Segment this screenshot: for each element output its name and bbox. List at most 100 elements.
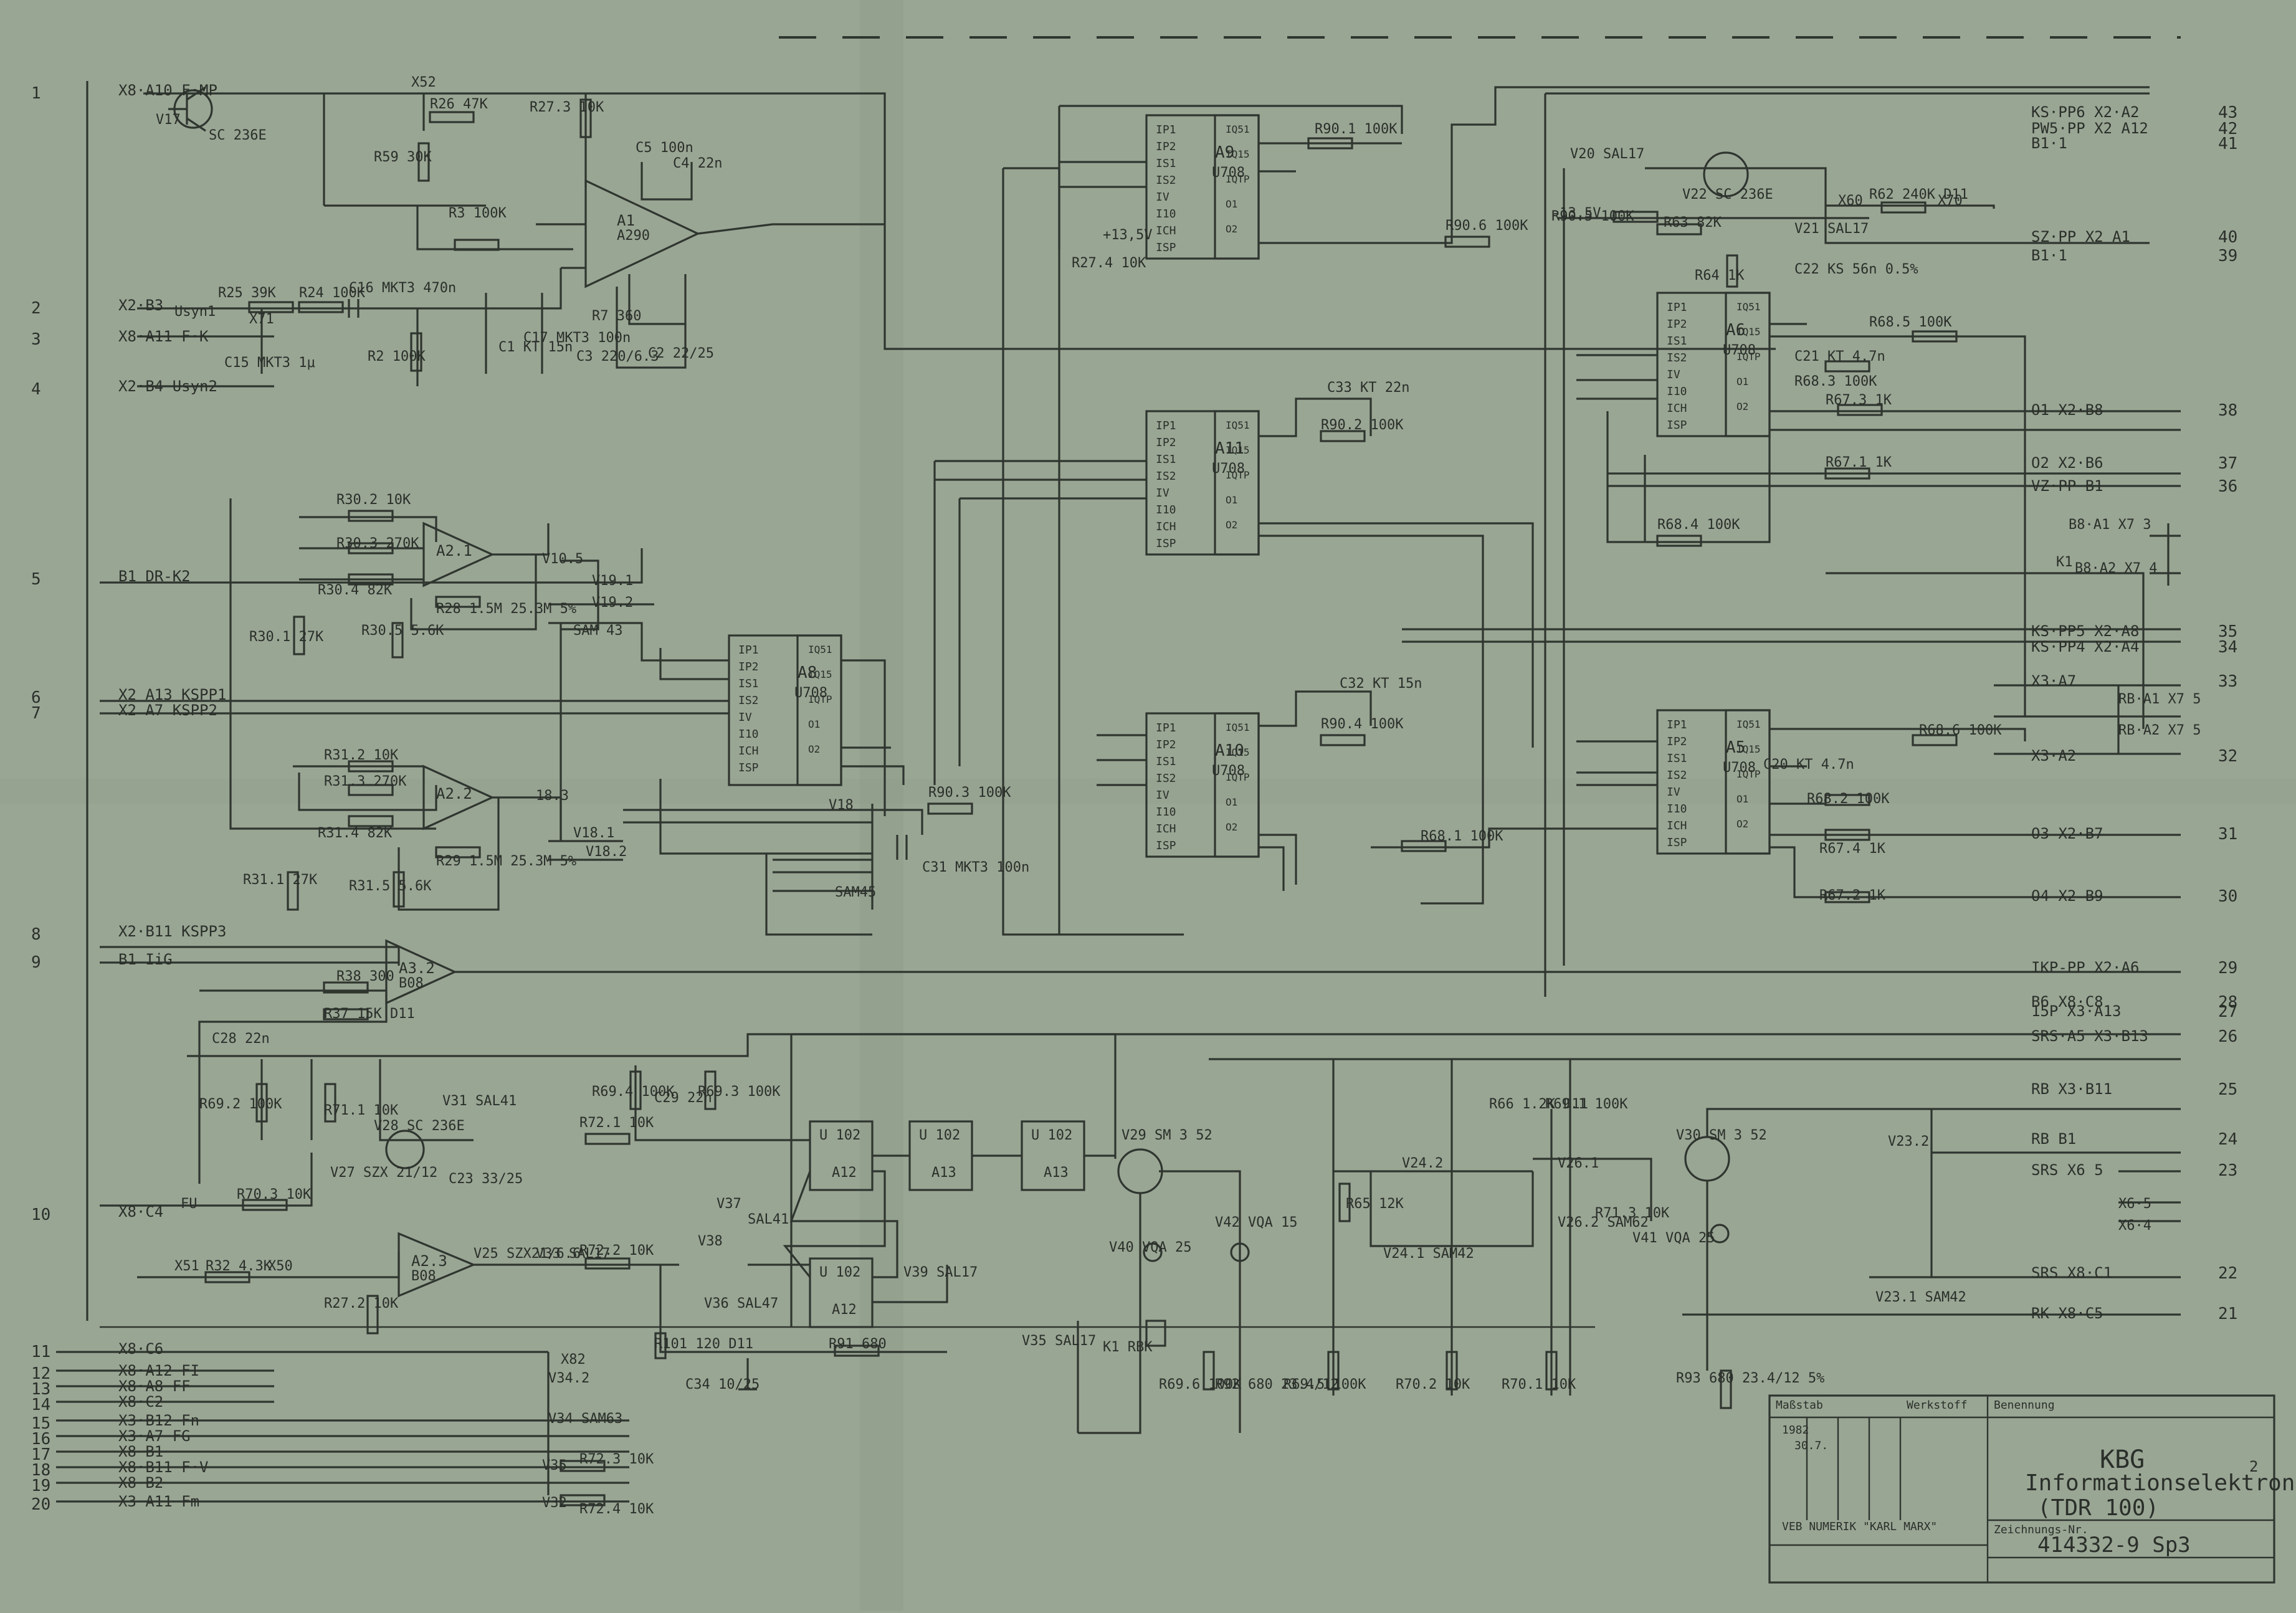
- ic-pin-right: O1: [1736, 793, 1749, 805]
- resistor-r67-1: [1824, 467, 1870, 480]
- ic-pin-left: IP1: [738, 644, 759, 657]
- right-connector-label: PW5·PP X2 A12: [2031, 120, 2148, 137]
- component-label-v241: V24.1 SAM42: [1383, 1246, 1474, 1262]
- component-label-x60: X60: [1838, 193, 1863, 209]
- component-label-v232: V23.2: [1888, 1134, 1930, 1149]
- component-label-v31: V31 SAL41: [442, 1093, 517, 1109]
- component-label-v35b: V35 SAL17: [1022, 1333, 1097, 1349]
- resistor-r30-2: [348, 510, 394, 522]
- right-connector-num: 29: [2218, 959, 2238, 978]
- left-connector-label: X3 A11 Fm: [118, 1493, 200, 1510]
- component-label-v35: V35: [542, 1458, 567, 1473]
- resistor-r72-3: [560, 1460, 606, 1472]
- resistor-r3: [454, 239, 500, 251]
- component-label-v41: V41 VQA 25: [1632, 1230, 1715, 1246]
- component-label-r314: R31.4 82K: [318, 826, 393, 841]
- component-label-r674: R67.4 1K: [1819, 841, 1885, 857]
- ic-pin-left: IS2: [1156, 174, 1176, 187]
- component-label-v341: V34 SAM63: [548, 1411, 623, 1427]
- component-label-c16: C16 MKT3 470n: [349, 280, 457, 296]
- component-label-v20: V20 SAL17: [1570, 146, 1645, 162]
- resistor-r24: [298, 301, 344, 313]
- component-label-c5: C5 100n: [636, 140, 693, 156]
- ic-pin-left: I10: [1667, 385, 1687, 398]
- component-label-k1c: K1: [2056, 554, 2073, 570]
- left-connector-num: 1: [31, 84, 41, 103]
- right-connector-label: SZ·PP X2 A1: [2031, 228, 2130, 245]
- right-connector-num: 27: [2218, 1002, 2238, 1021]
- ic-pin-left: IS1: [1156, 453, 1176, 466]
- right-connector-label: SRS X6 5: [2031, 1161, 2103, 1179]
- opamp-a2-1: [422, 521, 495, 588]
- component-label-v37: V37: [717, 1196, 741, 1212]
- title-block-head1: Maßstab: [1776, 1399, 1823, 1412]
- ic-pin-left: IP2: [1667, 318, 1687, 331]
- ic-pin-left: I10: [1156, 207, 1176, 221]
- resistor-r90-3: [927, 802, 973, 815]
- component-label-c21: C21 KT 4.7n: [1794, 349, 1885, 364]
- component-label-supply: +13,5V: [1103, 227, 1153, 243]
- component-label-r63: R63 82K: [1664, 215, 1722, 231]
- resistor-r62: [1880, 201, 1927, 214]
- ic-pin-right: O2: [1736, 401, 1749, 412]
- opamp-a3-2: [385, 939, 457, 1005]
- ic-type: U708: [1212, 763, 1245, 779]
- gate-type: U 102: [1031, 1128, 1073, 1143]
- ic-pin-right: IQ51: [1736, 301, 1761, 313]
- ic-pin-right: IQ51: [1226, 721, 1250, 733]
- component-label-c29: C29 22n: [654, 1090, 712, 1106]
- component-label-r693: R69.3 100K: [698, 1084, 781, 1100]
- right-connector-num: 41: [2218, 135, 2238, 153]
- component-label-r29: R29 1.5M 25.3M 5%: [436, 854, 577, 869]
- right-connector-num: 39: [2218, 247, 2238, 265]
- resistor-r72-1: [584, 1133, 631, 1145]
- title-block-year: 1982: [1782, 1424, 1809, 1437]
- opamp-ref: A2.1: [436, 542, 472, 559]
- left-connector-label: X2 A7 KSPP2: [118, 702, 217, 719]
- ic-pin-left: I10: [1667, 802, 1687, 816]
- right-connector-label: RK X8·C5: [2031, 1305, 2103, 1322]
- resistor-r67-2: [1824, 891, 1870, 903]
- ic-pin-left: ICH: [1667, 402, 1687, 415]
- ic-pin-left: IV: [1667, 786, 1680, 799]
- component-label-r713: R71.3 10K: [1595, 1206, 1670, 1221]
- resistor-r31-2: [348, 760, 394, 773]
- component-label-r681: R68.1 100K: [1421, 829, 1503, 844]
- component-label-v25: V25 SZX21/6.6: [474, 1246, 581, 1262]
- resistor-r70-1: [1545, 1351, 1558, 1391]
- title-block-title3: (TDR 100): [2037, 1495, 2160, 1521]
- component-label-r3: R3 100K: [449, 206, 507, 221]
- right-connector-label: IKP-PP X2·A6: [2031, 959, 2140, 976]
- component-label-r312: R31.2 10K: [324, 748, 399, 763]
- right-connector-label: VZ·PP B1: [2031, 477, 2103, 495]
- ic-pin-left: IP1: [1667, 718, 1687, 731]
- ic-pin-left: ISP: [1667, 836, 1687, 849]
- component-label-c28: C28 22n: [212, 1031, 270, 1047]
- left-connector-num: 7: [31, 704, 41, 723]
- ic-ref: A8: [798, 664, 817, 682]
- component-label-r315: R31.5 5.6K: [349, 878, 432, 894]
- resistor-r68-6: [1912, 734, 1958, 746]
- ic-pin-right: IQ51: [1226, 123, 1250, 135]
- ic-pin-left: IS2: [1156, 470, 1176, 483]
- ic-pin-right: IQ15: [808, 669, 832, 680]
- ic-pin-left: ICH: [1156, 224, 1176, 237]
- component-label-x71: X71: [249, 312, 274, 327]
- title-block: [1768, 1394, 2275, 1584]
- ic-ref: A9: [1215, 143, 1235, 162]
- ic-ref: A11: [1215, 439, 1244, 458]
- resistor-r90-1: [1307, 137, 1353, 150]
- component-label-v42: V42 VQA 15: [1215, 1215, 1298, 1230]
- component-label-x70: X70: [1938, 193, 1963, 209]
- gate-ref: A13: [931, 1165, 956, 1181]
- resistor-r65: [1338, 1182, 1351, 1222]
- ic-pin-left: IS2: [1667, 769, 1687, 782]
- component-label-c15: C15 MKT3 1μ: [224, 355, 315, 371]
- ic-pin-left: IP2: [1156, 140, 1176, 153]
- resistor-r37: [323, 1008, 369, 1021]
- section-a3-a2-3: [100, 939, 2181, 1335]
- ic-type: U708: [1212, 165, 1245, 181]
- resistor-r30-3: [348, 542, 394, 554]
- ic-ref: A6: [1726, 321, 1746, 340]
